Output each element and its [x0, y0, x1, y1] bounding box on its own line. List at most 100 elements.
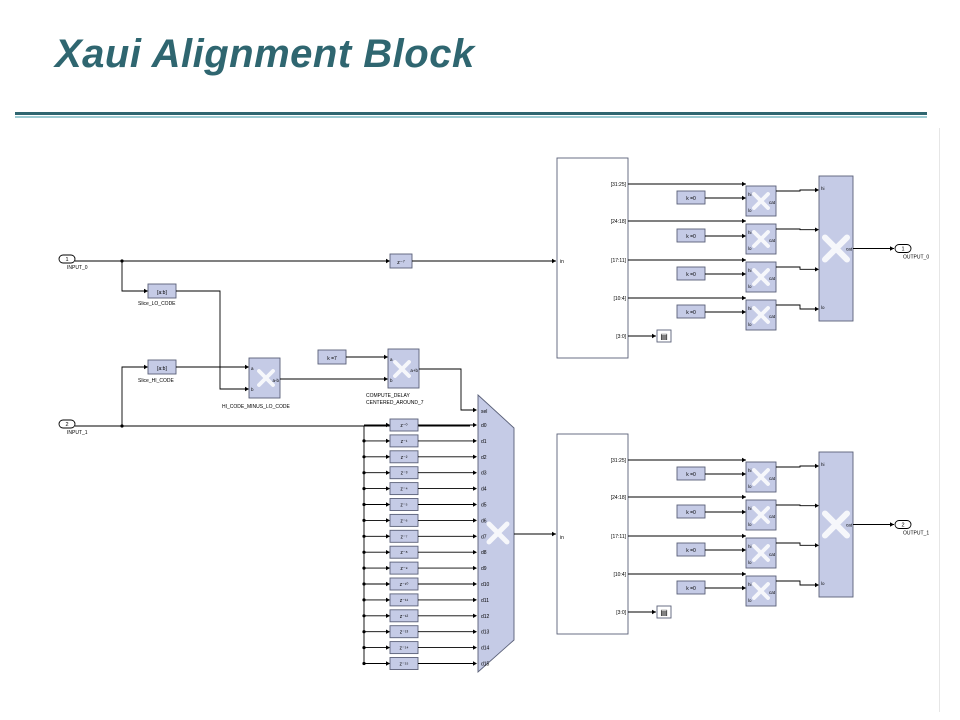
concat-small-1-0-hi: hi: [748, 468, 752, 473]
arrowhead: [742, 257, 746, 263]
arrowhead: [473, 645, 477, 650]
concat-small-1-3-hi: hi: [748, 582, 752, 587]
input-1-port-label: INPUT_1: [67, 430, 88, 436]
slicer-0-out-3-label: [10:4]: [613, 296, 626, 302]
concat-small-0-3-lo: lo: [748, 322, 752, 327]
const-1-1-block: [676, 504, 706, 519]
input-1-port: [58, 419, 76, 429]
xilinx-logo-icon: [752, 268, 770, 286]
const-0-1-block: [676, 228, 706, 243]
concat-small-0-2-hi: hi: [748, 268, 752, 273]
const-0-2-block: [676, 266, 706, 281]
arrowhead: [386, 534, 390, 539]
add-label-1: COMPUTE_DELAY: [366, 393, 410, 399]
slice-lo-out-wire: [176, 290, 249, 390]
const-1-0-text: k =0: [686, 472, 696, 478]
slice-lo-text: [a:b]: [157, 290, 167, 296]
slicer-0-block: [556, 157, 629, 359]
output-0-port: [894, 244, 912, 253]
subtract-port-a: a: [251, 366, 254, 371]
delay-4-label: z⁻⁴: [400, 487, 407, 493]
concat-link-0-0-wire: [776, 189, 818, 192]
delay-6-label: z⁻⁶: [400, 518, 407, 524]
const-0-3-text: k =0: [686, 310, 696, 316]
slicer-1-out-1-label: [24:18]: [611, 495, 627, 501]
delay-7-label: z⁻⁷: [401, 534, 408, 540]
arrowhead: [652, 609, 656, 615]
concat-small-1-2-lo: lo: [748, 560, 752, 565]
terminator-1-glyph: ▤: [660, 608, 668, 617]
slide-title: Xaui Alignment Block: [55, 32, 475, 76]
concat-small-0-2-out: cat: [769, 276, 776, 281]
title-underline-highlight: [15, 116, 927, 118]
concat-link-1-3-wire: [776, 580, 818, 586]
delay-8-label: z⁻⁸: [400, 550, 407, 556]
mux-input-14-label: d14: [481, 646, 490, 652]
slicer-1-out-3-label: [10:4]: [613, 572, 626, 578]
subtract-port-b: b: [251, 387, 254, 392]
arrowhead: [742, 571, 746, 577]
delay-12-label: z⁻¹²: [400, 614, 409, 620]
arrowhead: [815, 582, 819, 588]
slicer-0-out-1-label: [24:18]: [611, 219, 627, 225]
arrowhead: [815, 227, 819, 232]
const-0-1-text: k =0: [686, 234, 696, 240]
input-1-to-slice-hi-wire: [121, 366, 148, 426]
concat-big-0-hi: hi: [821, 186, 825, 191]
slice-hi-text: [a:b]: [157, 366, 167, 372]
arrowhead: [386, 581, 390, 587]
arrowhead: [742, 295, 746, 301]
output-1-port: [894, 520, 912, 529]
concat-link-0-2-wire: [776, 266, 818, 270]
delay-0-label: z⁻⁰: [400, 423, 407, 429]
arrowhead: [245, 386, 249, 392]
slicer-0-out-0-label: [31:25]: [611, 182, 627, 188]
const-1-2-text: k =0: [686, 548, 696, 554]
xilinx-logo-icon: [752, 544, 770, 562]
delay-1-label: z⁻¹: [401, 439, 408, 445]
arrowhead: [473, 565, 477, 571]
slicer-1-in-label: in: [560, 535, 564, 541]
terminator-0-icon: [656, 329, 672, 343]
concat-small-1-0-out: cat: [769, 476, 776, 481]
arrowhead: [384, 376, 388, 382]
mux-input-3-label: d3: [481, 471, 487, 477]
concat-link-0-1-wire: [776, 228, 818, 231]
slice-lo-label: Slice_LO_CODE: [138, 301, 176, 307]
arrowhead: [742, 218, 746, 224]
mux-input-7-label: d7: [481, 534, 487, 540]
arrowhead: [386, 629, 390, 634]
input-1-port-number: 2: [65, 422, 68, 428]
delay-10-label: z⁻¹⁰: [400, 582, 409, 588]
arrowhead: [386, 565, 390, 571]
add-label-2: CENTERED_AROUND_7: [366, 400, 424, 406]
input-0-port: [58, 254, 76, 264]
arrowhead: [386, 645, 390, 650]
arrowhead: [386, 422, 390, 428]
concat-big-1-lo: lo: [821, 581, 825, 586]
arrowhead: [742, 585, 746, 591]
arrowhead: [742, 457, 746, 463]
arrowhead: [815, 463, 819, 469]
concat-small-1-1-out: cat: [769, 514, 776, 519]
mux-input-10-label: d10: [481, 582, 490, 588]
arrowhead: [386, 258, 390, 264]
mux-sel-label: sel: [481, 409, 487, 415]
slicer-0-in-label: in: [560, 259, 564, 265]
concat-big-0-lo: lo: [821, 305, 825, 310]
xilinx-logo-icon: [752, 192, 770, 210]
slice-hi-label: Slice_HI_CODE: [138, 378, 175, 384]
xilinx-logo-icon: [393, 360, 411, 378]
const-1-3-block: [676, 580, 706, 595]
concat-small-0-2-lo: lo: [748, 284, 752, 289]
add-to-mux-sel-wire: [419, 368, 476, 411]
arrowhead: [652, 333, 656, 339]
const-0-2-text: k =0: [686, 272, 696, 278]
const-0-3-block: [676, 304, 706, 319]
mux-input-15-label: d15: [481, 662, 490, 668]
arrowhead: [815, 267, 819, 272]
mux-input-5-label: d5: [481, 503, 487, 509]
arrowhead: [144, 364, 148, 370]
arrowhead: [473, 550, 477, 555]
const-0-0-text: k =0: [686, 196, 696, 202]
